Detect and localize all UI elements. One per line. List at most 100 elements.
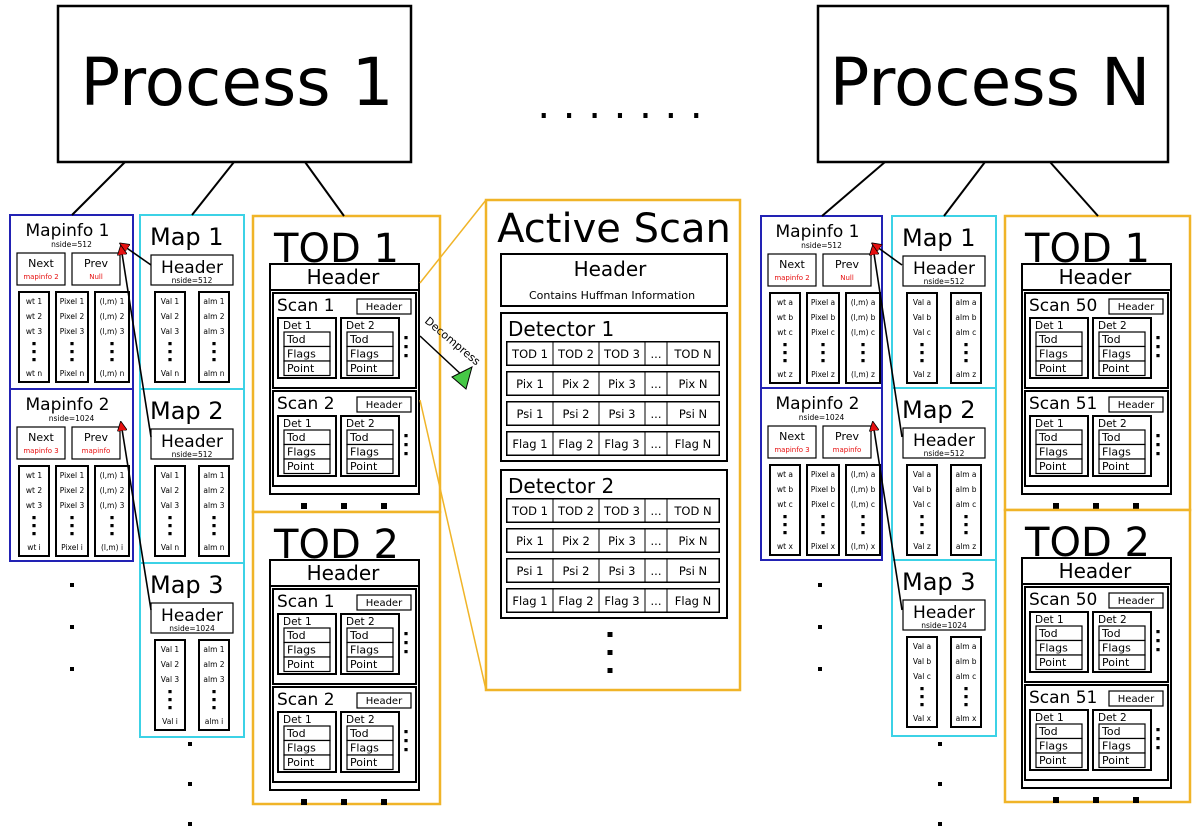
list-item: (l,m) 2 [100, 486, 125, 495]
det-field-label: Flags [350, 348, 379, 361]
det-field-label: Tod [286, 727, 306, 740]
vertical-ellipsis [964, 687, 968, 691]
detector-cell-label: Psi 2 [563, 407, 590, 421]
vertical-ellipsis [110, 516, 114, 520]
vertical-ellipsis [964, 359, 968, 363]
det-field-label: Tod [349, 431, 369, 444]
vertical-ellipsis [938, 822, 942, 826]
map-column [154, 639, 186, 731]
vertical-ellipsis [607, 668, 613, 673]
list-item: Pixel b [811, 485, 836, 494]
det-field [1035, 360, 1083, 377]
det-field-label: Tod [286, 629, 306, 642]
map-header-label: Header [161, 258, 223, 278]
list-item: Val a [913, 298, 931, 307]
map-header-label: Header [161, 432, 223, 452]
tod-header-label: Header [1059, 559, 1133, 583]
map-column [154, 291, 186, 383]
det-label: Det 2 [346, 616, 375, 628]
vertical-ellipsis [70, 532, 74, 536]
scan-header-box [1108, 298, 1164, 315]
prev-label: Prev [835, 258, 859, 271]
detector-cell-label: Flag 2 [558, 594, 593, 608]
mapinfo-title: Mapinfo 1 [26, 221, 110, 241]
map-title: Map 1 [902, 224, 976, 252]
list-item: alm 1 [203, 297, 224, 306]
list-item: (l,m) c [851, 328, 875, 337]
vertical-ellipsis [212, 706, 216, 710]
scan-header-label: Header [1118, 400, 1155, 411]
list-item: Pixel n [60, 369, 85, 378]
vertical-ellipsis [861, 531, 865, 535]
prev-pointer-box [71, 252, 121, 286]
scan-title: Scan 2 [277, 394, 335, 414]
map-column [950, 464, 982, 556]
det-label: Det 1 [1035, 418, 1064, 430]
detector-cell-label: Psi 3 [609, 407, 636, 421]
map-title: Map 3 [150, 571, 224, 599]
list-item: Val n [161, 369, 180, 378]
det-field-label: Flags [1102, 740, 1131, 753]
det-field-label: Tod [1101, 431, 1121, 444]
tod-header-label: Header [307, 561, 381, 585]
prev-value: mapinfo [833, 446, 862, 454]
det-field [346, 458, 394, 475]
map-nside: nside=512 [924, 277, 965, 286]
map-column [906, 636, 938, 728]
vertical-ellipsis [818, 667, 822, 671]
list-item: Pixel c [811, 328, 835, 337]
vertical-ellipsis [212, 342, 216, 346]
detector-cell [666, 588, 720, 613]
list-item: alm a [956, 298, 977, 307]
list-item: alm c [956, 500, 977, 509]
det-field-label: Point [1102, 754, 1130, 767]
det-field-label: Tod [1101, 627, 1121, 640]
det-field [346, 360, 394, 377]
detector-cell [666, 371, 720, 396]
map-nside: nside=512 [172, 276, 213, 285]
vertical-ellipsis [1156, 443, 1160, 447]
detector-cell-label: ... [651, 407, 662, 421]
next-label: Next [779, 430, 805, 443]
next-value: mapinfo 2 [774, 274, 809, 282]
list-item: Val b [913, 657, 932, 666]
list-item: alm 1 [203, 645, 224, 654]
next-pointer-box [767, 425, 817, 459]
horizontal-ellipsis [1093, 797, 1099, 803]
mapinfo-column [769, 292, 801, 384]
list-item: alm a [956, 470, 977, 479]
list-item: (l,m) i [101, 543, 123, 552]
map-nside: nside=512 [172, 450, 213, 459]
vertical-ellipsis [964, 515, 968, 519]
connector-line [304, 161, 345, 217]
det-field-label: Point [287, 756, 315, 769]
detector-cell-label: Flag 1 [512, 437, 547, 451]
map-column [950, 292, 982, 384]
det-field-label: Flags [1102, 348, 1131, 361]
list-item: Val c [913, 672, 931, 681]
detector-cell-label: Flag 3 [604, 594, 639, 608]
list-item: alm b [955, 657, 976, 666]
det-field-label: Tod [1038, 627, 1058, 640]
detector-cell-label: TOD 1 [511, 347, 548, 361]
det-field-label: Point [350, 362, 378, 375]
detector-cell-label: ... [651, 594, 662, 608]
mapinfo-title: Mapinfo 1 [776, 222, 860, 242]
det-label: Det 1 [283, 616, 312, 628]
list-item: wt a [777, 298, 793, 307]
vertical-ellipsis [607, 632, 613, 637]
process-ellipsis: . . . . . . . [537, 82, 702, 128]
det-field-label: Point [287, 362, 315, 375]
detector-cell [666, 431, 720, 456]
list-item: (l,m) a [851, 298, 876, 307]
scan-header-box [1108, 592, 1164, 609]
detector-cell-label: ... [651, 437, 662, 451]
mapinfo-column [94, 291, 130, 383]
detector-cell-label: Flag 2 [558, 437, 593, 451]
vertical-ellipsis [920, 359, 924, 363]
det-field-label: Tod [286, 431, 306, 444]
vertical-ellipsis [168, 706, 172, 710]
map-title: Map 1 [150, 223, 224, 251]
vertical-ellipsis [404, 434, 408, 438]
